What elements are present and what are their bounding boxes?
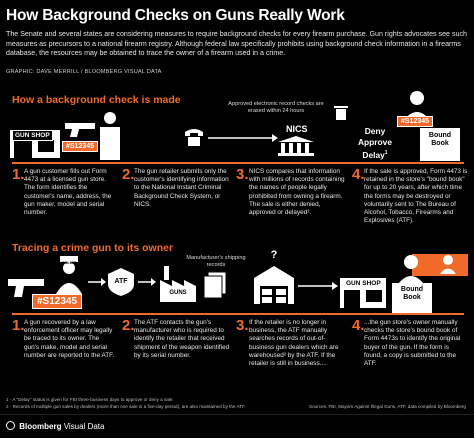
step-number: 1. bbox=[12, 166, 25, 183]
arrow-icon bbox=[298, 282, 338, 290]
footer-bar: Bloomberg Visual Data bbox=[0, 414, 474, 438]
graphic-credit: GRAPHIC: DAVE MERRILL / BLOOMBERG VISUAL… bbox=[6, 69, 162, 75]
person-silhouette-icon bbox=[440, 255, 456, 274]
arrow-icon bbox=[88, 278, 106, 286]
step-text: ...the gun store's owner manually checks… bbox=[364, 319, 461, 368]
section-divider bbox=[12, 162, 464, 164]
factory-icon bbox=[160, 266, 196, 302]
crime-gun-icon bbox=[8, 279, 44, 297]
police-officer-icon bbox=[56, 256, 82, 294]
section-divider bbox=[12, 313, 464, 315]
section-title-tracing: Tracing a crime gun to its owner bbox=[12, 242, 174, 254]
footnote-1: 1 - A "Delay" status is given for FBI th… bbox=[6, 397, 174, 402]
bloomberg-brand: Bloomberg Visual Data bbox=[6, 421, 104, 431]
sources-note: Sources: FBI, Mayors Against Illegal Gun… bbox=[309, 404, 466, 409]
bound-book-icon: Bound Book bbox=[392, 283, 432, 313]
question-mark-icon: ? bbox=[270, 249, 278, 261]
step-number: 4. bbox=[352, 166, 365, 183]
nics-building-icon bbox=[278, 136, 314, 156]
step-text: The gun retailer submits only the custom… bbox=[134, 168, 229, 208]
trash-can-icon bbox=[334, 106, 348, 120]
decision-approve: Approve bbox=[358, 137, 392, 147]
step-number: 4. bbox=[352, 317, 365, 334]
decision-deny: Deny bbox=[364, 126, 386, 136]
warehouse-icon bbox=[254, 266, 294, 304]
step-text: The ATF contacts the gun's manufacturer … bbox=[134, 319, 230, 359]
step-text: A gun recovered by a law enforcement off… bbox=[24, 319, 115, 359]
atf-label: ATF bbox=[114, 278, 128, 285]
guns-factory-label: GUNS bbox=[169, 290, 187, 296]
section-title-background-check: How a background check is made bbox=[12, 94, 181, 106]
customer-person-icon bbox=[100, 112, 120, 160]
gun-shop-sign: GUN SHOP bbox=[344, 279, 383, 288]
bound-book-icon: Bound Book bbox=[420, 128, 460, 161]
step-text: A gun customer fills out Form 4473 at a … bbox=[24, 168, 112, 217]
decision-delay: Delay1 bbox=[362, 149, 388, 160]
atf-badge-icon bbox=[108, 268, 134, 296]
serial-number-tag: #S12345 bbox=[62, 141, 99, 152]
police-label: POLICE bbox=[61, 260, 77, 265]
shipping-records-icon bbox=[203, 271, 227, 299]
step-number: 1. bbox=[12, 317, 25, 334]
telephone-icon bbox=[185, 129, 203, 146]
nics-label: NICS bbox=[286, 124, 308, 134]
step-text: If the retailer is no longer in business… bbox=[249, 319, 339, 368]
arrow-icon bbox=[138, 278, 156, 286]
step-text: If the sale is approved, Form 4473 is re… bbox=[364, 168, 468, 225]
step-number: 3. bbox=[236, 317, 249, 334]
gun-shop-building-icon bbox=[340, 278, 386, 308]
decision-outcomes: Deny Approve Delay1 bbox=[345, 126, 405, 161]
step-number: 2. bbox=[122, 317, 135, 334]
crime-gun-serial-tag: #S12345 bbox=[32, 294, 83, 309]
bloomberg-logo-icon bbox=[6, 421, 15, 430]
handgun-icon bbox=[65, 123, 95, 137]
orange-speech-box bbox=[412, 254, 468, 276]
intro-paragraph: The Senate and several states are consid… bbox=[6, 30, 467, 58]
page-title: How Background Checks on Guns Really Wor… bbox=[6, 7, 345, 24]
arrow-icon bbox=[208, 134, 278, 142]
step-number: 3. bbox=[236, 166, 249, 183]
step-number: 2. bbox=[122, 166, 135, 183]
gun-shop-sign: GUN SHOP bbox=[12, 130, 53, 141]
step-text: NICS compares that information with mill… bbox=[249, 168, 345, 217]
manufacturer-records-label: Manufacturer's shipping records bbox=[186, 255, 246, 268]
clerk-person-icon bbox=[398, 255, 424, 284]
store-serial-tag: #S12345 bbox=[397, 116, 434, 127]
erased-records-note: Approved electronic record checks are er… bbox=[228, 101, 324, 114]
footnote-2: 2 - Records of multiple gun sales by dea… bbox=[6, 404, 246, 409]
